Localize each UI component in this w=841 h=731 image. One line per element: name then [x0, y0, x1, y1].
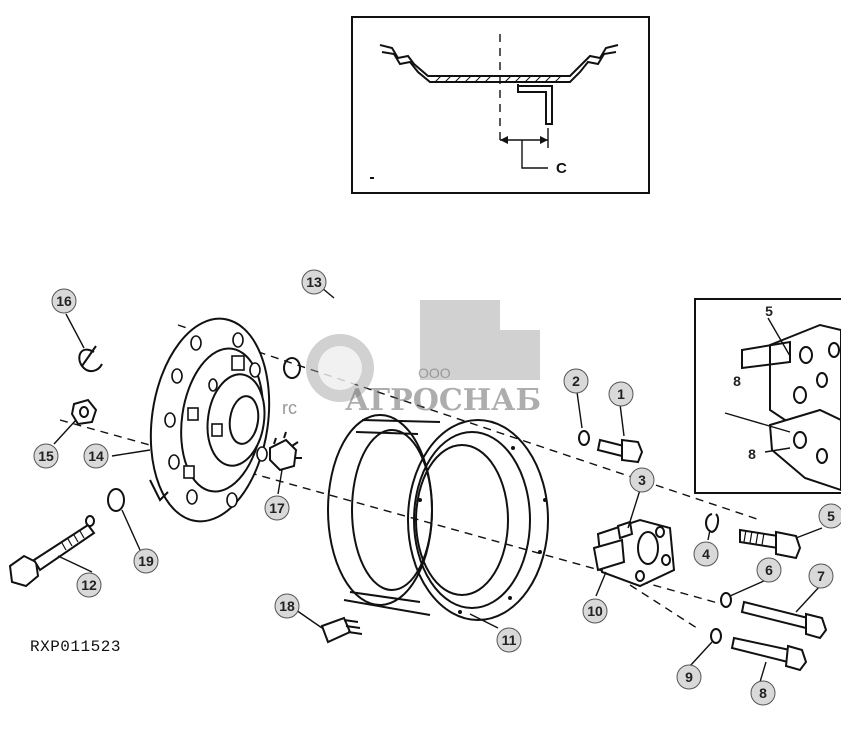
callout-1: 1: [608, 381, 634, 407]
callout-circle: [274, 593, 300, 619]
callout-circle: [264, 495, 290, 521]
callout-circle: [818, 503, 841, 529]
callout-label: 5: [827, 508, 835, 524]
callout-10: 10: [582, 598, 608, 624]
callout-label: 18: [279, 598, 295, 614]
washer-6: [720, 592, 732, 608]
callout-3: 3: [629, 467, 655, 493]
watermark-name: АГРОСНАБ: [345, 383, 541, 418]
axis-line-upper: [177, 324, 761, 521]
callout-5: 5: [818, 503, 841, 529]
watermark-prefix: ООО: [418, 365, 451, 381]
agrosnab-watermark: ООО АГРОСНАБ rc: [282, 300, 541, 418]
callout-label: 7: [817, 568, 825, 584]
callout-label: 19: [138, 553, 154, 569]
callout-18: 18: [274, 593, 300, 619]
callout-8: 8: [750, 680, 776, 706]
hub-detail-inset: [694, 298, 841, 494]
callout-circle: [133, 548, 159, 574]
callout-label: 8: [759, 685, 767, 701]
watermark-fragment: rc: [282, 398, 297, 418]
lock-washer-4: [705, 513, 720, 534]
callout-6: 6: [756, 557, 782, 583]
callout-circle: [582, 598, 608, 624]
callout-circle: [808, 563, 834, 589]
spline-nut-17: [269, 431, 302, 472]
callout-12: 12: [76, 572, 102, 598]
callout-circle: [629, 467, 655, 493]
callout-5b: 5: [765, 303, 773, 319]
callout-circle: [496, 627, 522, 653]
rim-section-inset: C: [351, 16, 650, 194]
washer-9: [710, 628, 722, 644]
callout-2: 2: [563, 368, 589, 394]
figure-code: RXP011523: [30, 638, 121, 656]
callout-circle: [76, 572, 102, 598]
callout-15: 15: [33, 443, 59, 469]
rim-profile: [379, 44, 619, 77]
callout-label: 14: [88, 448, 104, 464]
wheel-rim: [327, 414, 549, 621]
bolt-12: [8, 515, 96, 588]
callout-label: 2: [572, 373, 580, 389]
clip-16: [78, 345, 103, 372]
callout-8b: 8: [733, 373, 741, 389]
nut-15: [70, 398, 98, 426]
disc-profile: [517, 84, 553, 125]
axis-line-lower: [629, 584, 701, 631]
callout-circle: [563, 368, 589, 394]
dimension-c-label: C: [556, 160, 567, 177]
callout-label: 15: [38, 448, 54, 464]
callout-label: 16: [56, 293, 72, 309]
callout-label: 17: [269, 500, 285, 516]
callout-label: 4: [702, 546, 710, 562]
callout-4: 4: [693, 541, 719, 567]
bolt-8: [730, 636, 808, 672]
leader-lines: [53, 313, 823, 683]
o-ring: [107, 488, 125, 512]
callout-label: 5: [765, 303, 773, 319]
callout-label: 1: [617, 386, 625, 402]
callout-19: 19: [133, 548, 159, 574]
valve-stem: [320, 616, 363, 644]
bolt-5: [739, 528, 802, 560]
callout-circle: [693, 541, 719, 567]
callout-label: 3: [638, 472, 646, 488]
wheel-disc: [149, 317, 271, 523]
callout-circle: [608, 381, 634, 407]
callout-label: 13: [306, 274, 322, 290]
callout-label: 10: [587, 603, 603, 619]
callout-label: 8: [733, 373, 741, 389]
callout-16: 16: [51, 288, 77, 314]
callout-circle: [756, 557, 782, 583]
callout-8c: 8: [748, 446, 756, 462]
callout-circle: [676, 664, 702, 690]
bolt-1: [596, 438, 644, 464]
callout-7: 7: [808, 563, 834, 589]
callout-14: 14: [83, 443, 109, 469]
callout-11: 11: [496, 627, 522, 653]
bolt-7: [740, 600, 828, 640]
callout-circle: [33, 443, 59, 469]
callout-label: 12: [81, 577, 97, 593]
callout-circle: [301, 269, 327, 295]
callout-circle: [51, 288, 77, 314]
callout-label: 9: [685, 669, 693, 685]
callout-label: 6: [765, 562, 773, 578]
callout-9: 9: [676, 664, 702, 690]
callout-circle: [83, 443, 109, 469]
clamp-hub: [592, 518, 676, 588]
callout-label: 8: [748, 446, 756, 462]
callout-label: 11: [502, 632, 517, 648]
callout-17: 17: [264, 495, 290, 521]
callout-circle: [750, 680, 776, 706]
callout-13: 13: [301, 269, 327, 295]
washer-2: [578, 430, 590, 446]
